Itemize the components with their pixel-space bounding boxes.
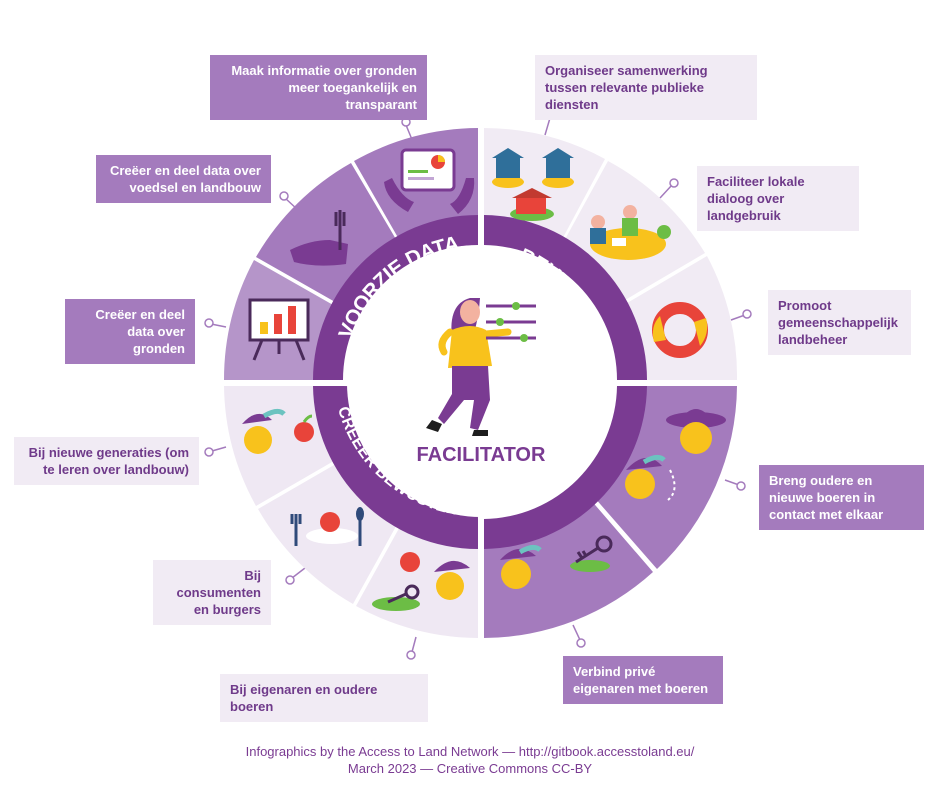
facilitator-figure [426, 298, 536, 436]
presentation-chart-icon [248, 298, 310, 361]
public-buildings-icon [492, 148, 574, 221]
callout-organiseer: Organiseer samenwerking tussen relevante… [535, 55, 757, 120]
callout-eigenaren: Bij eigenaren en oudere boeren [220, 674, 428, 722]
callout-generaties: Bij nieuwe generaties (om te leren over … [14, 437, 199, 485]
footer-credits: Infographics by the Access to Land Netwo… [0, 743, 940, 777]
callout-data-gronden: Creëer en deel data over gronden [65, 299, 195, 364]
owner-key-icon [372, 552, 470, 611]
footer-line-2: March 2023 — Creative Commons CC-BY [347, 761, 593, 776]
young-farmer-apple-icon [242, 408, 314, 454]
callout-maak-informatie: Maak informatie over gronden meer toegan… [210, 55, 427, 120]
callout-breng: Breng oudere en nieuwe boeren in contact… [759, 465, 924, 530]
callout-consumenten: Bij consumenten en burgers [153, 560, 271, 625]
key-farmer-icon [500, 535, 613, 589]
callout-data-voedsel: Creëer en deel data over voedsel en land… [96, 155, 271, 203]
footer-line-1: Infographics by the Access to Land Netwo… [245, 744, 695, 759]
plate-cutlery-icon [290, 507, 364, 546]
center-title: FACILITATOR [417, 444, 546, 466]
hand-fork-icon [290, 210, 348, 266]
tablet-hands-icon [384, 148, 475, 214]
callout-verbind: Verbind privé eigenaren met boeren [563, 656, 723, 704]
local-dialogue-icon [590, 205, 671, 260]
callout-promoot: Promoot gemeenschappelijk landbeheer [768, 290, 911, 355]
farmers-faces-icon [625, 409, 726, 501]
shared-ring-hands-icon [652, 302, 708, 358]
callout-faciliteer: Faciliteer lokale dialoog over landgebru… [697, 166, 859, 231]
